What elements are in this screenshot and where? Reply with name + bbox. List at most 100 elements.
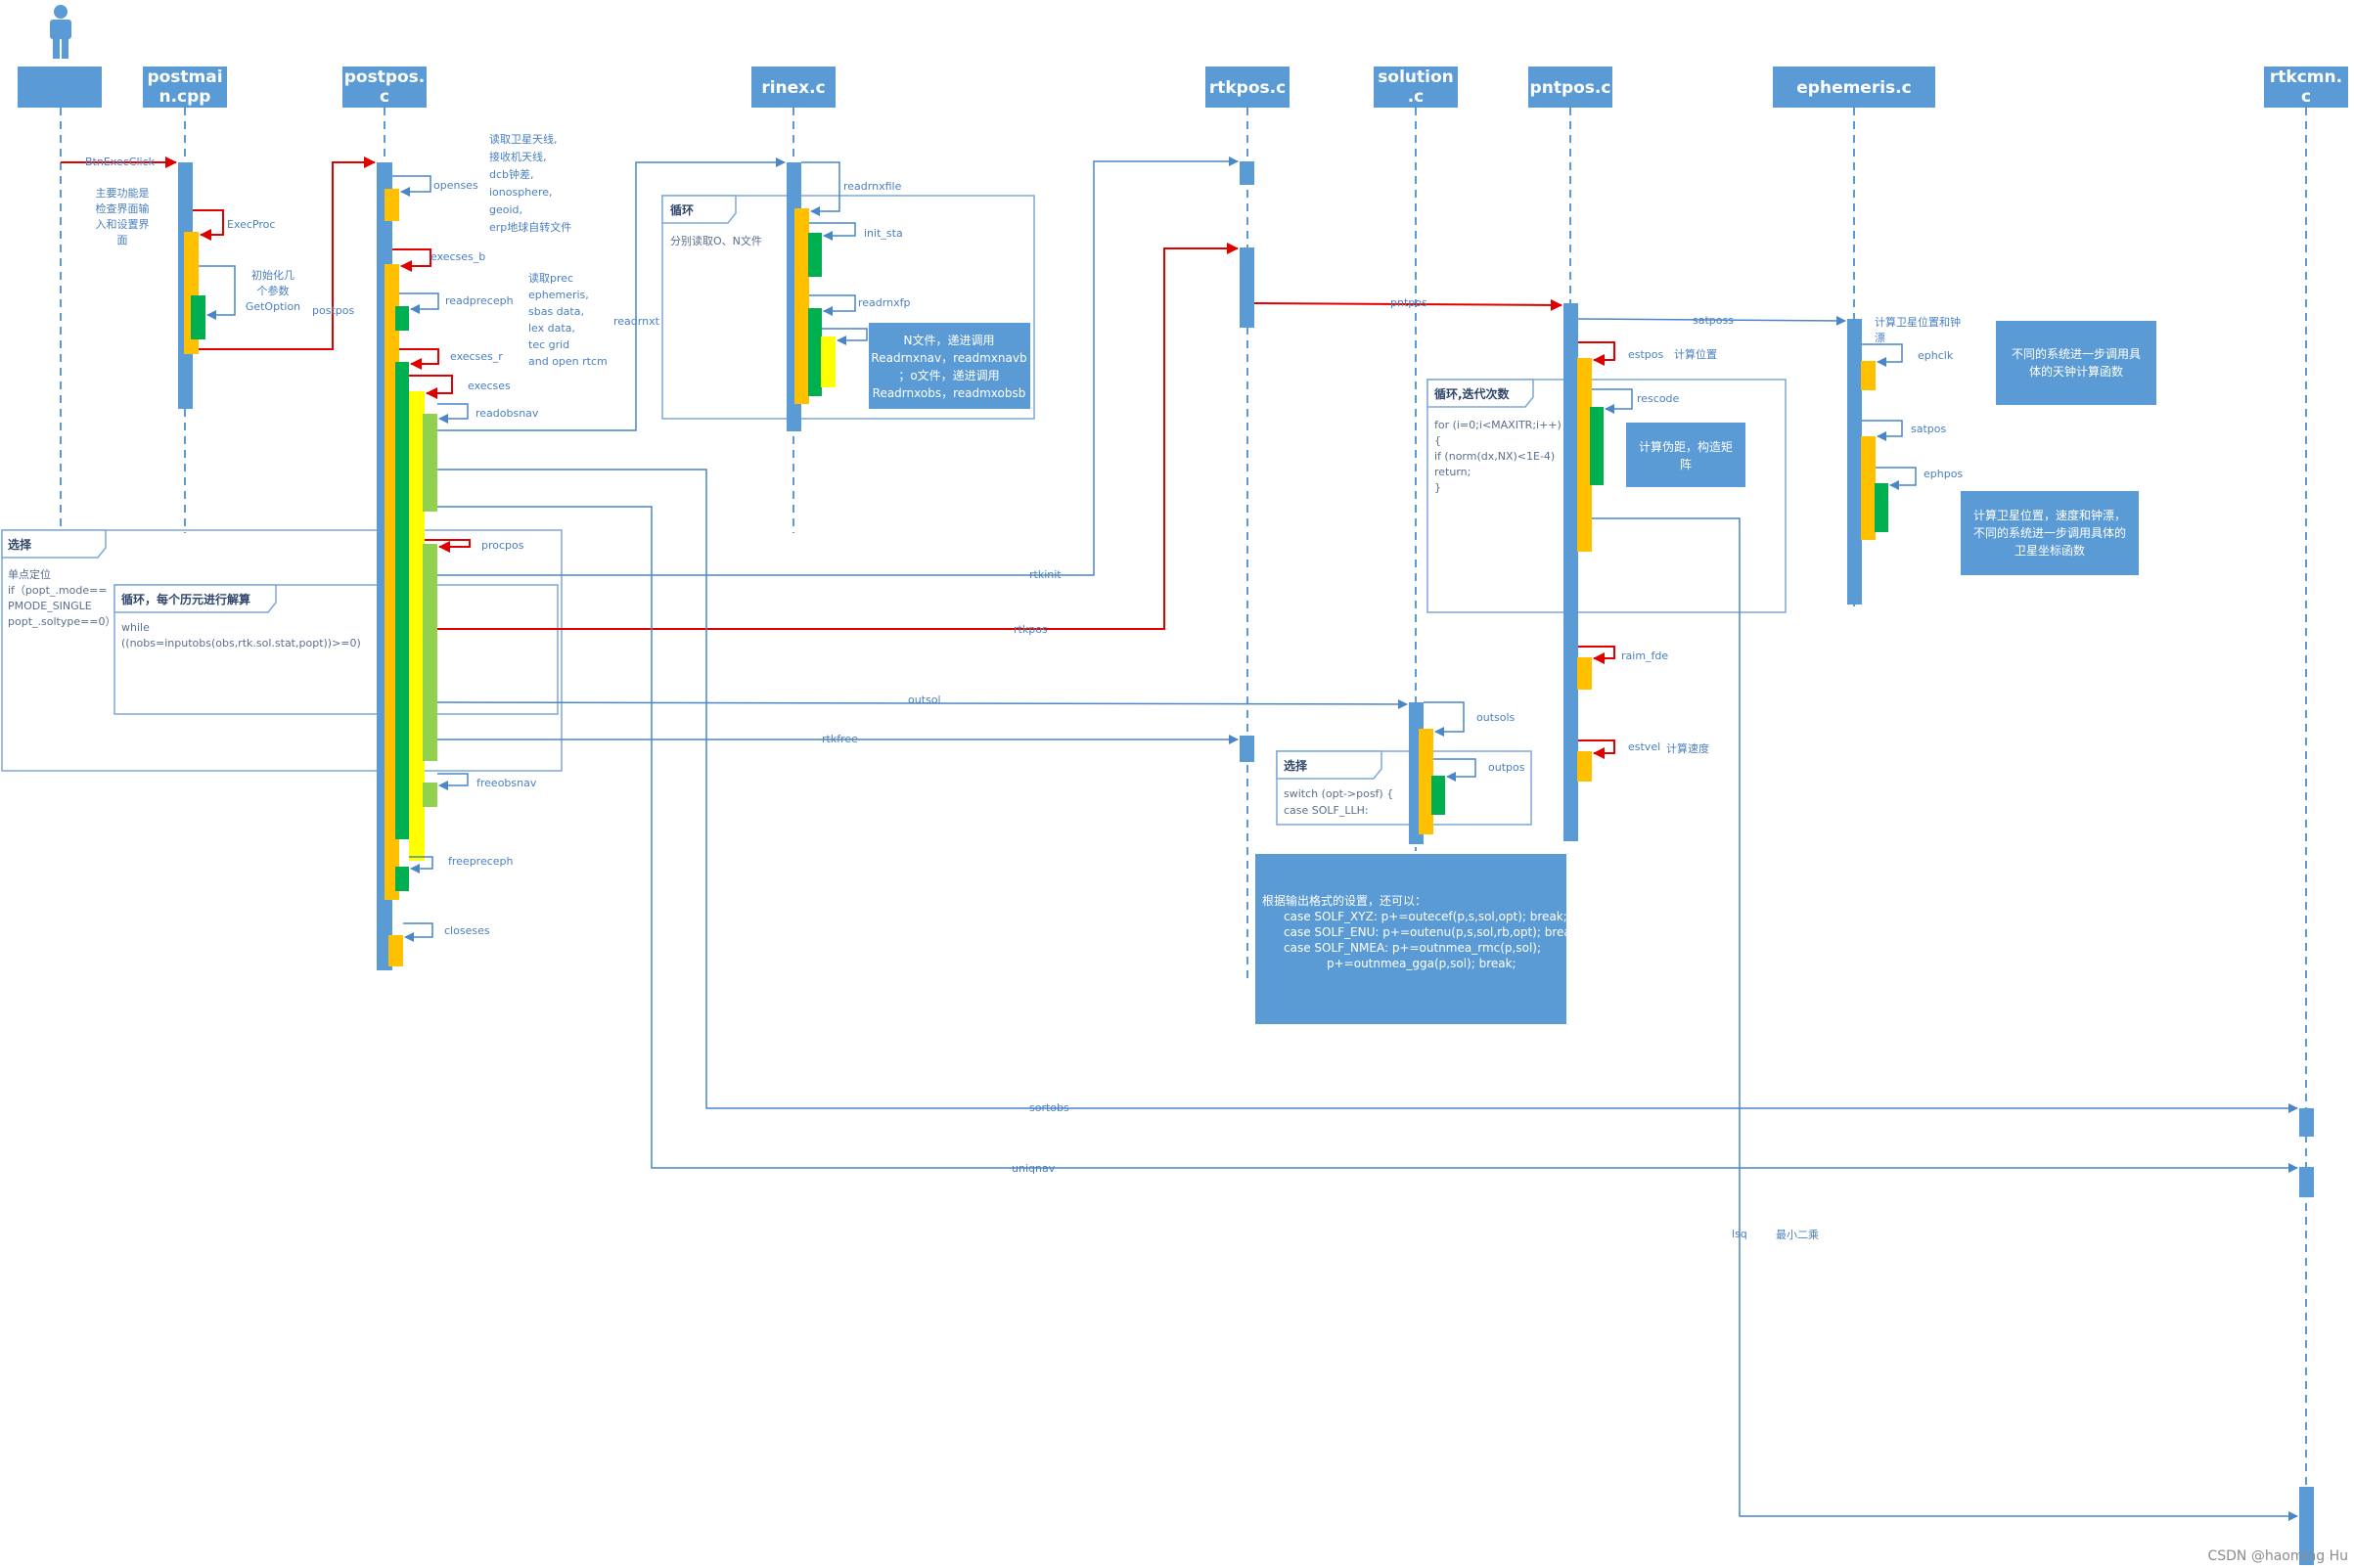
msg-uniqnav-arrow bbox=[437, 506, 2298, 1173]
label-estvel: estvel bbox=[1628, 740, 1660, 753]
label-ephpos: ephpos bbox=[1924, 468, 1963, 480]
note-postpos-read: 读取卫星天线,接收机天线,dcb钟差,ionosphere,geoid,erp地… bbox=[489, 132, 571, 234]
note-text: 计算伪距，构造矩阵 bbox=[1639, 439, 1733, 471]
text-line: solution bbox=[1378, 67, 1453, 87]
message-labels: BtnExecClick ExecProc postpos openses ex… bbox=[85, 156, 1963, 1240]
frame-title: 循环 bbox=[670, 202, 694, 217]
msg-outsol-arrow bbox=[436, 698, 1408, 709]
msg-rtkpos-arrow bbox=[437, 243, 1239, 630]
text-line: N文件，递进调用 bbox=[904, 333, 995, 347]
text-line: 计算卫星位置和钟 bbox=[1875, 315, 1961, 329]
lifeline-header-rtkpos: rtkpos.c bbox=[1205, 67, 1290, 108]
label-rtkinit: rtkinit bbox=[1029, 568, 1062, 581]
msg-outpos-arrow bbox=[1433, 758, 1476, 782]
text-line: if (norm(dx,NX)<1E-4) bbox=[1434, 450, 1555, 463]
text-line: lex data, bbox=[528, 322, 575, 335]
text-line: postpos. bbox=[344, 67, 426, 87]
msg-execses-r-arrow bbox=[399, 348, 439, 370]
frame-text: for (i=0;i<MAXITR;i++){if (norm(dx,NX)<1… bbox=[1434, 419, 1562, 494]
label-rtkfree: rtkfree bbox=[822, 733, 858, 745]
label-uniqnav: uniqnav bbox=[1012, 1162, 1056, 1175]
text-line: tec grid bbox=[528, 338, 569, 351]
lifeline-header-solution: solution.c bbox=[1374, 67, 1458, 108]
text-line: .c bbox=[1408, 87, 1425, 107]
label-execses-r: execses_r bbox=[450, 350, 503, 363]
text-line: PMODE_SINGLE bbox=[8, 600, 92, 612]
frame-title: 选择 bbox=[1284, 758, 1308, 773]
label-readrnxfile: readrnxfile bbox=[843, 180, 902, 193]
msg-execses-b-arrow bbox=[392, 248, 431, 272]
msg-readrnx-sub-arrow bbox=[822, 328, 868, 345]
msg-freeobsnav-arrow bbox=[437, 773, 469, 790]
label-openses: openses bbox=[433, 179, 478, 192]
frame-title: 循环,迭代次数 bbox=[1434, 386, 1511, 401]
note-text: 计算卫星位置，速度和钟漂，不同的系统进一步调用具体的卫星坐标函数 bbox=[1973, 508, 2126, 558]
text-line: 主要功能是 bbox=[96, 186, 150, 200]
text-line: 不同的系统进一步调用具 bbox=[2012, 346, 2141, 361]
text-line: ；o文件，递进调用 bbox=[898, 368, 999, 382]
msg-postpos-arrow bbox=[199, 157, 376, 350]
text-line: 单点定位 bbox=[8, 567, 51, 581]
msg-ephpos-arrow bbox=[1876, 467, 1917, 490]
activations bbox=[178, 161, 2314, 1565]
label-execproc: ExecProc bbox=[227, 218, 275, 231]
note-text: 根据输出格式的设置，还可以：case SOLF_XYZ: p+=outecef(… bbox=[1262, 893, 1582, 970]
label-outpos: outpos bbox=[1488, 761, 1525, 774]
label-procpos: procpos bbox=[481, 539, 524, 552]
red-messages bbox=[61, 157, 1615, 759]
text-line: p+=outnmea_gga(p,sol); break; bbox=[1327, 957, 1517, 970]
text-line: case SOLF_ENU: p+=outenu(p,s,sol,rb,opt)… bbox=[1284, 925, 1582, 939]
note-eph-pos: 计算卫星位置，速度和钟漂，不同的系统进一步调用具体的卫星坐标函数 bbox=[1961, 491, 2139, 575]
msg-estvel-arrow bbox=[1578, 739, 1615, 759]
label-readpreceph: readpreceph bbox=[445, 294, 514, 307]
msg-execproc-arrow bbox=[193, 209, 224, 241]
label-freeobsnav: freeobsnav bbox=[476, 777, 537, 789]
text-line: sbas data, bbox=[528, 305, 584, 318]
text-line: 不同的系统进一步调用具体的 bbox=[1973, 525, 2126, 540]
label-satpos: satpos bbox=[1911, 423, 1946, 435]
msg-outsols-arrow bbox=[1424, 701, 1465, 737]
label-execses: execses bbox=[468, 380, 511, 392]
note-text: 不同的系统进一步调用具体的天钟计算函数 bbox=[2012, 346, 2141, 379]
text-line: case SOLF_LLH: bbox=[1284, 804, 1369, 817]
watermark: CSDN @haoming Hu bbox=[2207, 1548, 2348, 1564]
msg-procpos-arrow bbox=[425, 539, 471, 553]
text-line: and open rtcm bbox=[528, 355, 608, 368]
msg-raim-fde-arrow bbox=[1578, 646, 1615, 664]
label-outsols: outsols bbox=[1476, 711, 1516, 724]
label-readrnxfp: readrnxfp bbox=[858, 296, 910, 309]
text-line: } bbox=[1434, 481, 1441, 494]
text-line: postmai bbox=[147, 67, 222, 87]
label-readobsnav: readobsnav bbox=[475, 407, 539, 420]
text-line: for (i=0;i<MAXITR;i++) bbox=[1434, 419, 1562, 431]
label-pntpos: pntpos bbox=[1390, 296, 1427, 309]
text-line: ((nobs=inputobs(obs,rtk.sol.stat,popt))>… bbox=[121, 637, 361, 650]
text-line: 面 bbox=[117, 234, 128, 246]
text-line: 卫星坐标函数 bbox=[2014, 543, 2085, 558]
msg-rtkinit-arrow bbox=[437, 157, 1239, 576]
text-line: case SOLF_NMEA: p+=outnmea_rmc(p,sol); bbox=[1284, 941, 1541, 955]
msg-getoption-arrow bbox=[199, 265, 236, 320]
note-estpos: 计算位置 bbox=[1674, 347, 1717, 361]
frame-text: switch (opt->posf) { case SOLF_LLH: bbox=[1284, 787, 1393, 817]
frame-pntpos-loop: 循环,迭代次数 for (i=0;i<MAXITR;i++){if (norm(… bbox=[1426, 379, 1787, 613]
msg-ephclk-arrow bbox=[1862, 343, 1903, 367]
label-readrnxt: readrnxt bbox=[613, 315, 660, 328]
label-sortobs: sortobs bbox=[1029, 1101, 1069, 1114]
text-line: GetOption bbox=[246, 300, 300, 313]
text-line: 检查界面输 bbox=[96, 202, 150, 215]
note-postmain-main: 主要功能是检查界面输入和设置界面 bbox=[96, 186, 150, 246]
label-postpos: postpos bbox=[312, 304, 354, 317]
msg-execses-arrow bbox=[409, 375, 453, 399]
msg-readpreceph-arrow bbox=[399, 292, 439, 314]
text-line: switch (opt->posf) { bbox=[1284, 787, 1393, 800]
frame-solution-select: 选择 switch (opt->posf) { case SOLF_LLH: bbox=[1276, 750, 1532, 826]
msg-rescode-arrow bbox=[1592, 388, 1633, 414]
text-line: while bbox=[121, 621, 150, 634]
text-line: erp地球自转文件 bbox=[489, 220, 571, 234]
frame-rinex-loop: 循环 分别读取O、N文件 bbox=[661, 195, 1035, 420]
